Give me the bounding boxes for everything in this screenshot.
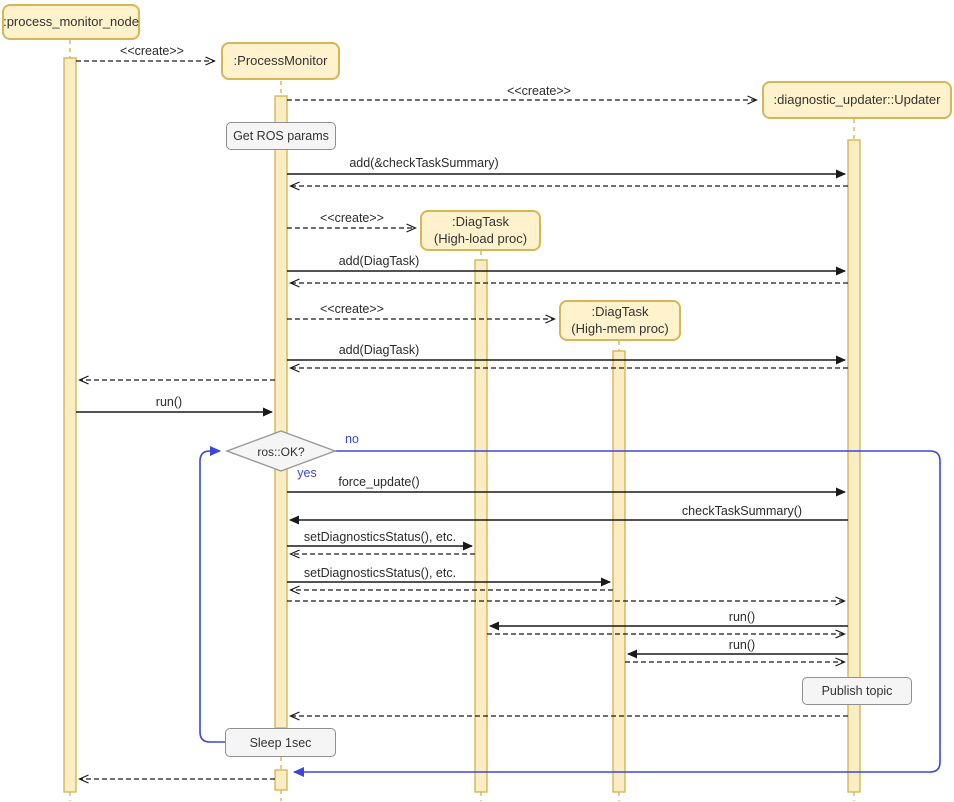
actor-process-monitor: :ProcessMonitor	[221, 42, 340, 80]
label-setdiag-2: setDiagnosticsStatus(), etc.	[303, 566, 457, 580]
note-text: Publish topic	[821, 684, 893, 698]
activation-process-monitor-final	[274, 769, 288, 791]
actor-process-monitor-node: :process_monitor_node	[2, 4, 140, 40]
loop-no-branch-path	[293, 450, 941, 777]
label-no: no	[345, 432, 359, 446]
actor-label: :ProcessMonitor	[233, 52, 328, 68]
label-force-update: force_update()	[338, 475, 420, 489]
dashed-arrows	[76, 56, 848, 784]
activation-diag-task-high-load	[474, 259, 488, 793]
activation-process-monitor-node	[63, 57, 77, 793]
activation-updater	[847, 139, 861, 793]
actor-label: :DiagTask	[451, 214, 510, 230]
decision-label: ros::OK?	[257, 445, 305, 459]
actor-label: :process_monitor_node	[3, 13, 139, 29]
activation-bars	[63, 57, 861, 793]
decision-diamond	[224, 430, 338, 472]
note-text: Sleep 1sec	[249, 735, 312, 750]
note-text: Get ROS params	[233, 129, 329, 143]
actor-label: :DiagTask	[591, 304, 649, 320]
loop-back-path	[199, 446, 225, 743]
activation-process-monitor	[274, 95, 288, 729]
actor-updater: :diagnostic_updater::Updater	[762, 81, 952, 119]
label-create-4: <<create>>	[320, 302, 384, 316]
actor-diag-task-high-mem: :DiagTask (High-mem proc)	[559, 300, 681, 341]
actor-sublabel: (High-load proc)	[433, 230, 528, 246]
label-add-diag-task-1: add(DiagTask)	[338, 254, 420, 268]
label-setdiag-1: setDiagnosticsStatus(), etc.	[303, 530, 457, 544]
label-run-main: run()	[155, 395, 183, 409]
actor-sublabel: (High-mem proc)	[571, 320, 669, 336]
activation-diag-task-high-mem	[612, 350, 626, 793]
actor-label: :diagnostic_updater::Updater	[773, 91, 941, 107]
label-run-high-load: run()	[728, 610, 756, 624]
label-add-check-task-summary: add(&checkTaskSummary)	[349, 156, 499, 170]
label-create-2: <<create>>	[507, 84, 571, 98]
label-check-task-summary: checkTaskSummary()	[681, 504, 803, 518]
note-publish-topic: Publish topic	[802, 677, 912, 705]
label-run-high-mem: run()	[728, 638, 756, 652]
actor-diag-task-high-load: :DiagTask (High-load proc)	[420, 210, 541, 251]
label-create-1: <<create>>	[120, 44, 184, 58]
label-create-3: <<create>>	[320, 211, 384, 225]
loop-flow	[199, 446, 941, 777]
solid-arrows	[76, 169, 848, 659]
label-add-diag-task-2: add(DiagTask)	[338, 343, 420, 357]
note-get-ros-params: Get ROS params	[226, 122, 336, 150]
note-sleep-1sec: Sleep 1sec	[225, 728, 336, 757]
label-yes: yes	[297, 466, 317, 480]
lifelines	[69, 40, 855, 801]
